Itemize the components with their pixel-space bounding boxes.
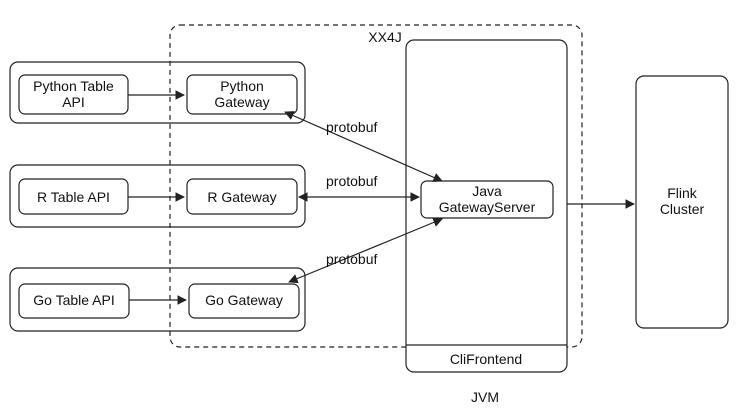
go-gateway-box	[188, 283, 300, 319]
go-group-box	[9, 267, 306, 332]
xx4j-boundary	[169, 24, 583, 348]
java-gatewayserver-line-1: Java	[472, 183, 502, 199]
xx4j-label: XX4J	[368, 29, 401, 45]
java-gatewayserver-box	[420, 180, 554, 219]
jvm-label: JVM	[471, 389, 499, 405]
go-gateway-label: Go Gateway	[205, 292, 283, 308]
r-table-api-label: R Table API	[37, 189, 110, 205]
r-gateway-box	[186, 178, 298, 215]
clifrontend-label: CliFrontend	[450, 351, 522, 367]
go-gateway-javaserver-arrow	[288, 217, 443, 284]
r-gateway-label: R Gateway	[207, 189, 276, 205]
java-gatewayserver-line-2: GatewayServer	[439, 199, 536, 215]
go-table-api-label: Go Table API	[33, 292, 114, 308]
go-table-api-box	[18, 283, 130, 319]
python-gateway-line-2: Gateway	[214, 94, 269, 110]
python-group-box	[9, 61, 306, 124]
flink-cluster-box	[635, 75, 729, 329]
python-table-api-line-1: Python Table	[33, 78, 114, 94]
protobuf-label-middle: protobuf	[326, 173, 377, 189]
flink-cluster-line-1: Flink	[667, 185, 698, 201]
flink-cluster-line-2: Cluster	[660, 201, 705, 217]
python-gateway-box	[186, 74, 298, 115]
protobuf-label-bottom: protobuf	[326, 251, 377, 267]
python-gateway-javaserver-arrow	[284, 111, 443, 182]
python-gateway-line-1: Python	[220, 78, 264, 94]
python-table-api-line-2: API	[62, 94, 85, 110]
protobuf-label-top: protobuf	[326, 119, 377, 135]
